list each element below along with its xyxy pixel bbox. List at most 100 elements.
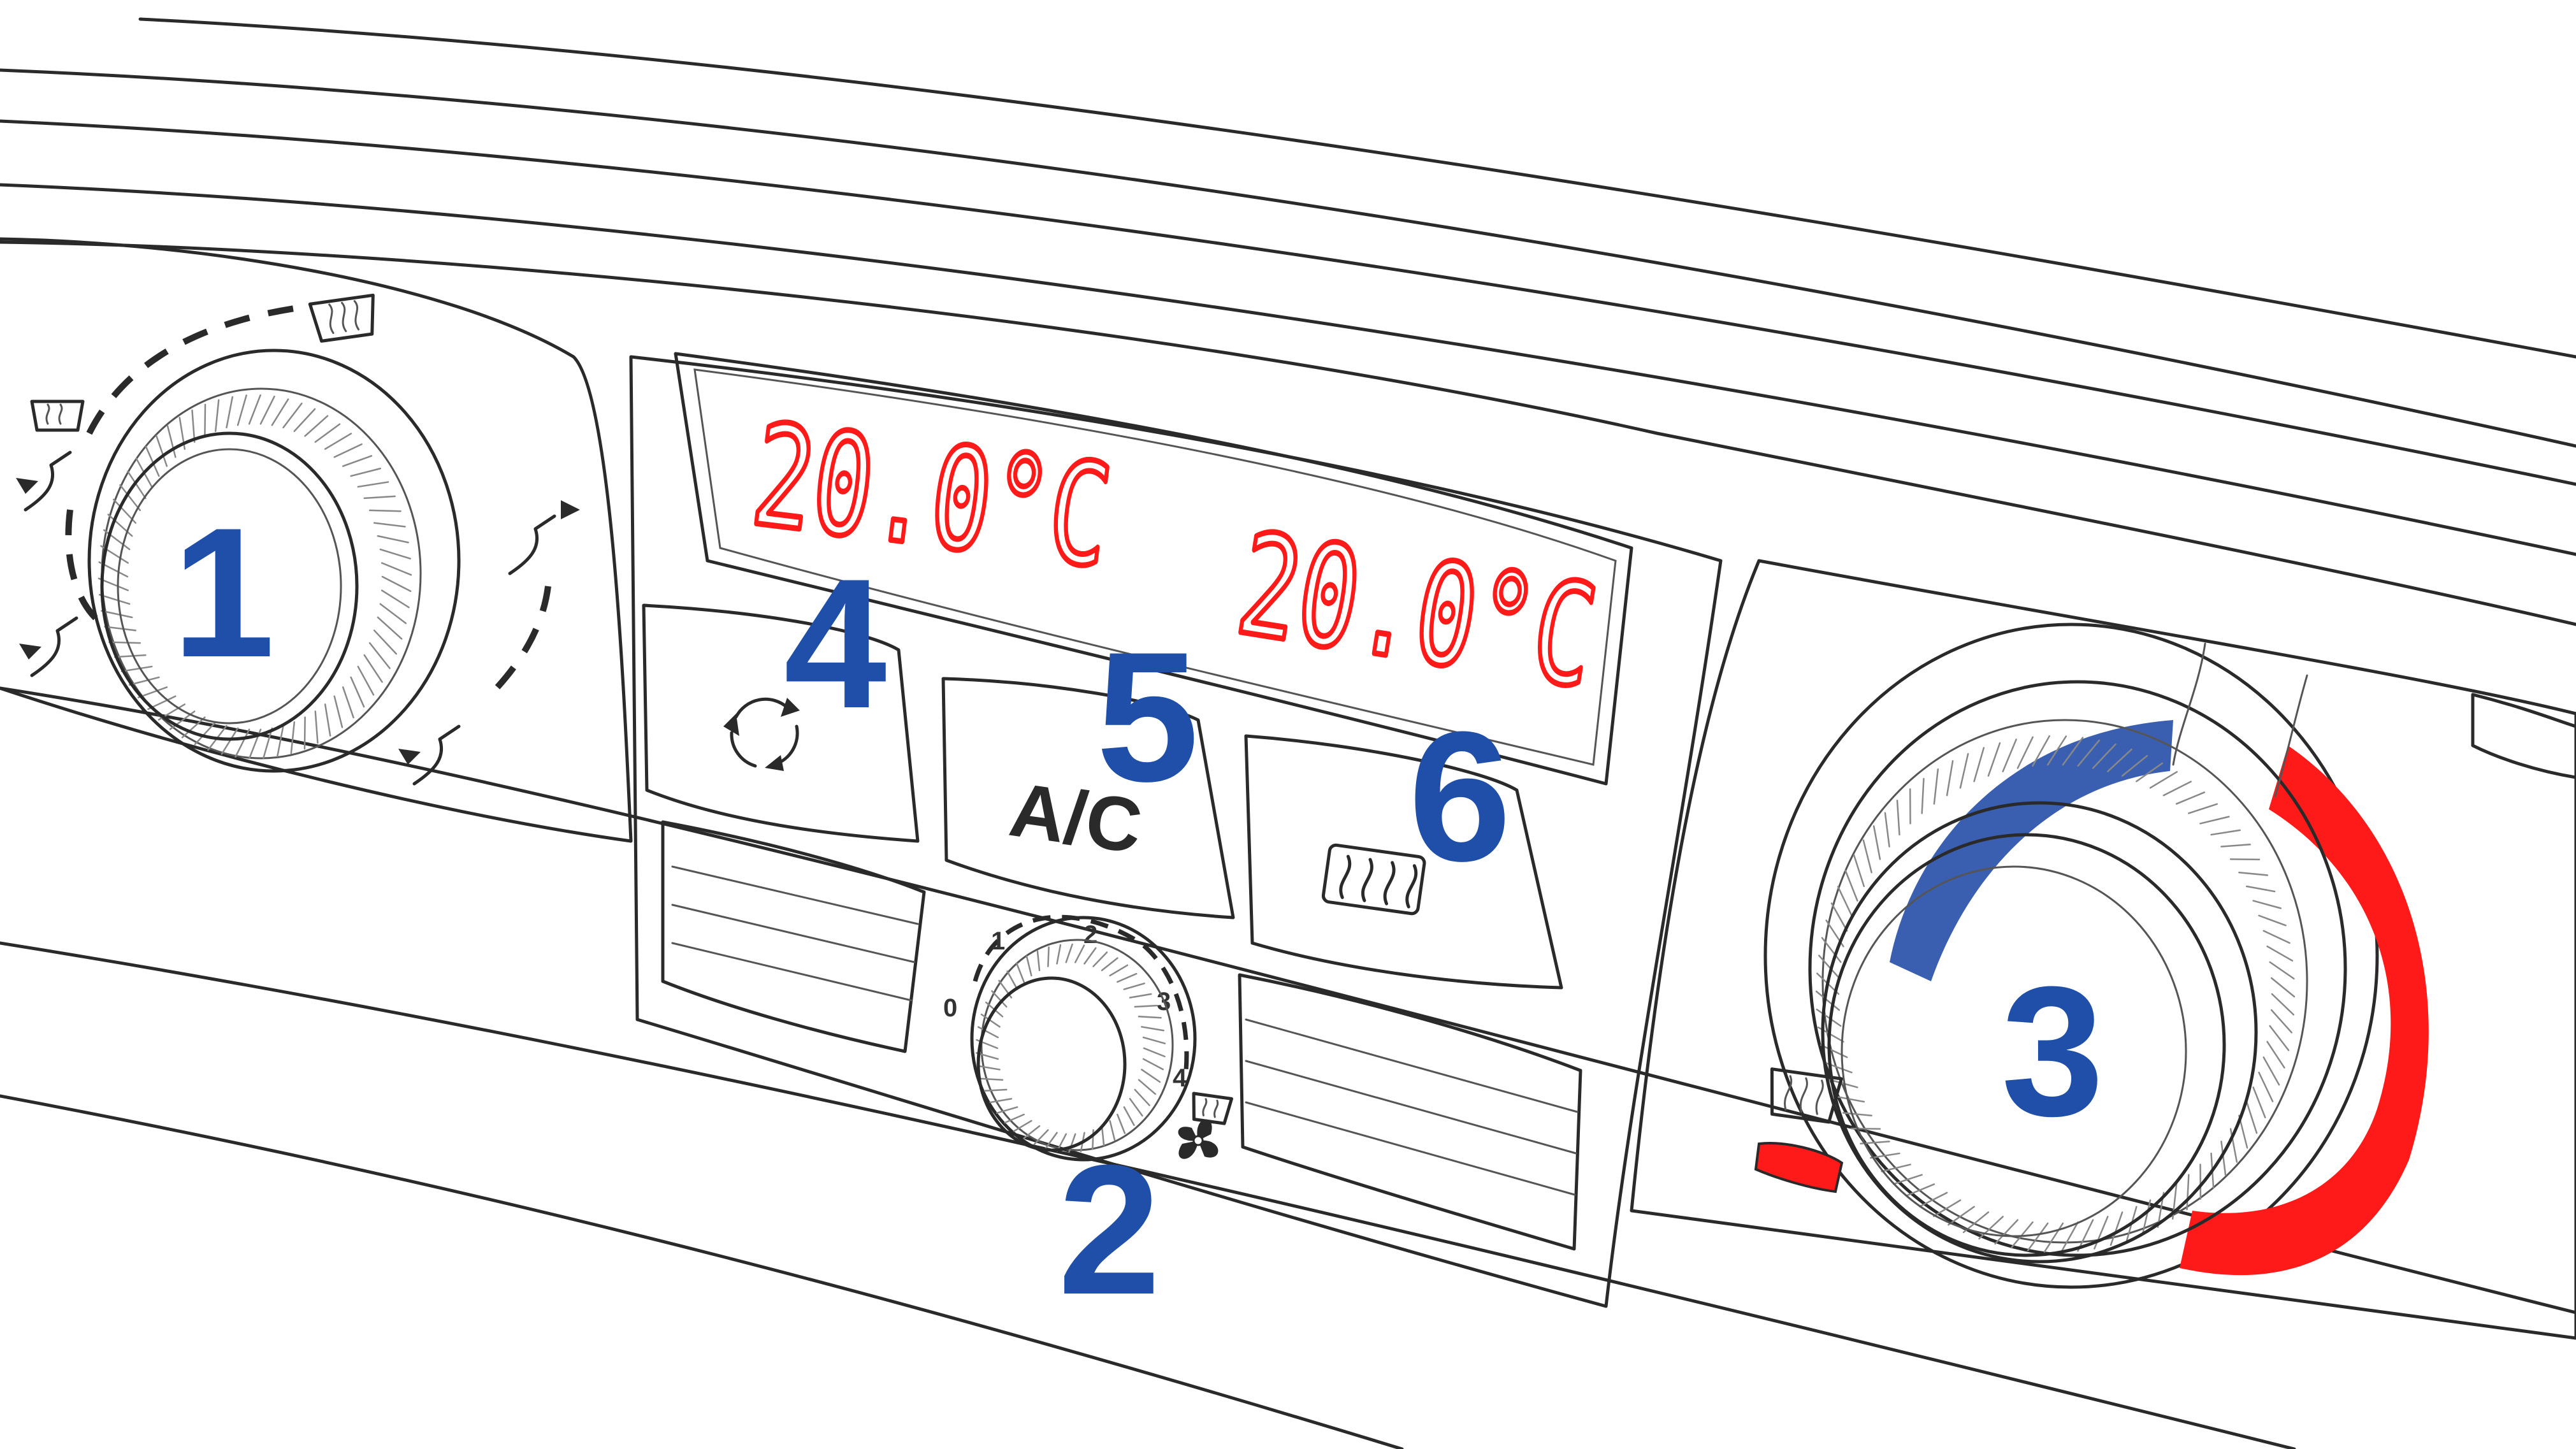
callout-6: 6 <box>1408 693 1511 900</box>
grip-line <box>101 610 133 619</box>
ac-button[interactable]: A/C <box>941 677 1235 919</box>
grip-line <box>1109 1120 1116 1141</box>
fan-mark-4: 4 <box>1173 1064 1187 1092</box>
hot-range-indicator <box>2180 746 2429 1276</box>
grip-line <box>977 1026 999 1039</box>
grip-line <box>1142 1058 1164 1071</box>
recirculation-button[interactable] <box>642 603 920 843</box>
grip-line <box>1033 1129 1049 1145</box>
grip-line <box>1947 1206 1975 1226</box>
grip-line <box>373 522 406 528</box>
grip-line <box>1138 1016 1162 1019</box>
face-feet-icon <box>16 451 72 512</box>
grip-line <box>1905 1183 1936 1197</box>
grip-line <box>1109 964 1129 977</box>
grip-line <box>2271 993 2295 1016</box>
callout-4: 4 <box>784 540 888 747</box>
grip-line <box>1884 812 1890 847</box>
callout-3: 3 <box>2001 948 2104 1155</box>
grip-line <box>1987 742 2001 777</box>
grip-line <box>379 548 412 559</box>
grip-line <box>181 716 206 739</box>
grip-line <box>259 395 275 425</box>
grip-line <box>2266 1041 2285 1069</box>
grip-line <box>263 727 273 759</box>
grip-line <box>1818 955 1841 979</box>
grip-line <box>1129 1098 1143 1117</box>
grip-line <box>976 1065 1001 1071</box>
grip-line <box>2149 771 2178 789</box>
grip-line <box>1056 944 1062 965</box>
grip-line <box>381 575 412 593</box>
grip-line <box>1101 957 1118 972</box>
grip-line <box>1117 1113 1126 1134</box>
grip-line <box>1973 747 1985 782</box>
grip-line <box>1013 1120 1032 1132</box>
grip-line <box>373 630 398 655</box>
grip-line <box>2252 900 2282 909</box>
grip-line <box>271 398 289 426</box>
grip-line <box>1101 1125 1105 1146</box>
grip-line <box>1025 955 1032 977</box>
dial-grip-hatching <box>98 394 412 760</box>
grip-line <box>1946 760 1954 797</box>
rear-defrost-icon <box>1321 843 1426 916</box>
grip-line <box>1870 1152 1900 1159</box>
grip-line <box>2062 737 2084 766</box>
grip-line <box>2266 945 2294 962</box>
left-vent <box>661 820 926 1053</box>
grip-line <box>1842 1112 1872 1117</box>
grip-line <box>1862 839 1872 874</box>
right-temperature: 20.0°C <box>1228 503 1606 719</box>
defrost-indicator-light <box>1754 1142 1844 1193</box>
grip-line <box>357 665 375 696</box>
grip-line <box>2245 1100 2258 1134</box>
grip-line <box>2220 1141 2227 1176</box>
grip-line <box>304 415 329 437</box>
grip-line <box>1918 1192 1948 1208</box>
grip-line <box>379 603 407 624</box>
callout-numbers: 1 2 3 4 5 6 <box>172 489 2104 1333</box>
grip-line <box>368 642 391 670</box>
grip-line <box>363 495 396 500</box>
grip-line <box>114 654 147 658</box>
grip-line <box>282 402 303 429</box>
grip-line <box>996 1106 1018 1114</box>
grip-line <box>2262 930 2290 944</box>
recirculation-icon <box>723 697 800 771</box>
grip-line <box>1123 983 1145 990</box>
grip-line <box>2043 1222 2064 1253</box>
grip-line <box>1896 800 1900 836</box>
grip-line <box>1143 1047 1166 1058</box>
grip-line <box>2270 1009 2293 1034</box>
grip-line <box>342 455 373 467</box>
dashboard-outline <box>0 17 2576 1449</box>
grip-line <box>368 509 402 512</box>
grip-line <box>1117 972 1138 983</box>
grip-line <box>1837 886 1853 917</box>
grip-line <box>1816 1008 1842 1027</box>
grip-line <box>194 721 217 746</box>
fan-speed-dial[interactable]: 0 1 2 3 4 <box>943 914 1233 1162</box>
right-vent <box>1238 973 1582 1251</box>
grip-line <box>2136 762 2164 782</box>
air-distribution-dial[interactable] <box>16 293 580 786</box>
grip-line <box>1083 947 1097 965</box>
face-icon <box>508 500 580 575</box>
grip-line <box>1830 902 1848 932</box>
grip-line <box>145 445 160 477</box>
grip-line <box>290 721 296 754</box>
grip-line <box>2269 1025 2290 1051</box>
grip-line <box>377 616 403 640</box>
temperature-dial[interactable] <box>1763 623 2429 1289</box>
dial-grip-hatching <box>975 943 1166 1153</box>
ac-label: A/C <box>1004 767 1147 869</box>
grip-line <box>1092 951 1108 967</box>
face-lower-icon <box>398 724 461 786</box>
grip-line <box>2016 736 2034 769</box>
rear-defrost-button[interactable] <box>1244 734 1563 990</box>
grip-line <box>214 399 220 432</box>
grip-line <box>2092 743 2117 769</box>
grip-line <box>2027 1222 2049 1251</box>
